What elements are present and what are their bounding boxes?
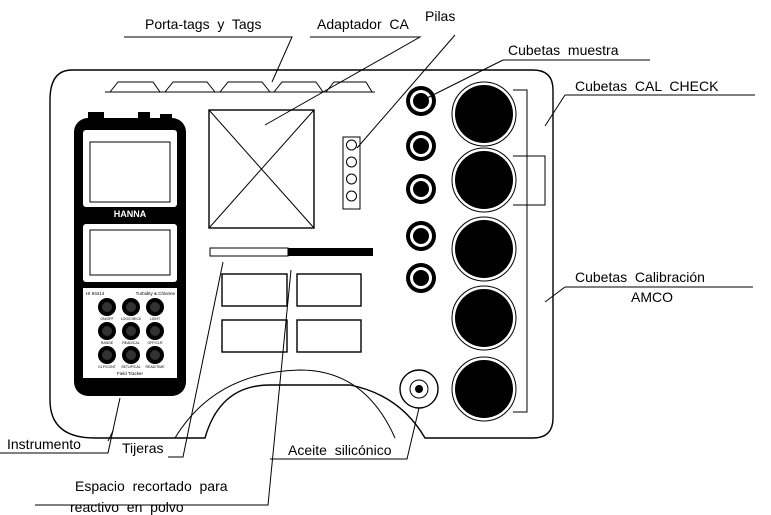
tag-holders: [105, 81, 375, 93]
label-sample-cuvettes: Cubetas muestra: [508, 42, 619, 58]
label-batteries: Pilas: [425, 8, 455, 24]
key-label: GLP/CONT: [98, 365, 117, 369]
powder-cutouts: [221, 273, 362, 353]
key-label: SETUP/CAL: [121, 365, 141, 369]
key-label: LOG/CHECK: [121, 317, 142, 321]
calibration-bracket: [513, 89, 528, 413]
key-label: OFF/CLR: [148, 341, 163, 345]
instrument-brand: HANNA: [114, 209, 147, 219]
label-scissors: Tijeras: [122, 440, 164, 456]
leader-lines: [0, 34, 755, 506]
scissors-slot: [209, 247, 373, 257]
case-inner-groove: [174, 369, 396, 439]
label-instrument: Instrumento: [7, 436, 81, 452]
label-silicone-oil: Aceite silicónico: [288, 442, 392, 458]
batteries: [342, 136, 361, 210]
label-adapter: Adaptador CA: [317, 16, 409, 32]
label-powder-reagent: reactivo en polvo: [70, 499, 184, 515]
silicone-oil-bottle: [399, 369, 439, 409]
large-cuvettes: [451, 81, 517, 422]
label-tags: Porta-tags y Tags: [145, 16, 261, 32]
ac-adapter: [208, 109, 315, 229]
label-calcheck-cuvettes: Cubetas CAL CHECK: [575, 78, 719, 94]
key-label: RANGE: [101, 341, 114, 345]
label-calibration-cuvettes: Cubetas Calibración: [575, 269, 705, 285]
key-label: LIGHT: [150, 317, 161, 321]
label-calibration-amco: AMCO: [631, 289, 673, 305]
key-label: ON/OFF: [100, 317, 113, 321]
instrument-footer: Field Tracker: [117, 371, 144, 376]
keypad: [98, 298, 164, 364]
instrument-model-desc: Turbidity & Chlorine: [136, 291, 176, 296]
calcheck-bracket: [513, 155, 546, 206]
instrument-model: HI 93414: [86, 291, 105, 296]
key-label: READ/CAL: [122, 341, 140, 345]
label-powder-space: Espacio recortado para: [75, 478, 228, 494]
instrument: HANNA HI 93414 Turbidity & Chlorine Fiel…: [74, 112, 186, 396]
case-outline: [49, 69, 554, 439]
sample-cuvettes: [406, 86, 436, 293]
key-label: READ/TIME: [145, 365, 165, 369]
